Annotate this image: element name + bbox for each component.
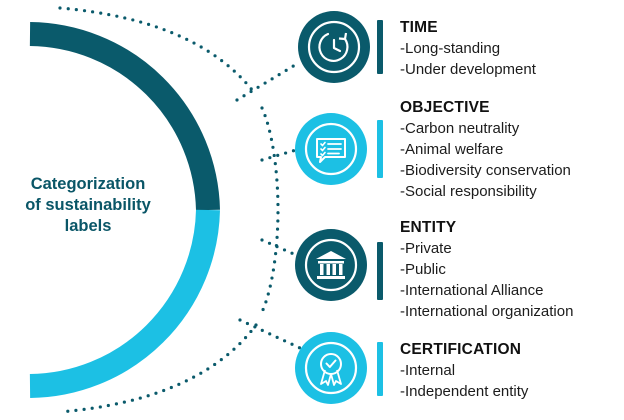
- clock-icon: [318, 32, 349, 62]
- section-item: -Public: [400, 261, 446, 278]
- dotted-arc: [58, 6, 280, 414]
- connectors: [235, 60, 302, 350]
- connector-objective: [260, 148, 298, 162]
- section-item: -Internal: [400, 362, 456, 379]
- time-circle: [298, 11, 370, 83]
- title-line: of sustainability: [25, 196, 151, 214]
- section-bar-certification: [377, 342, 383, 396]
- section-item: -Under development: [400, 61, 536, 78]
- section-item: -Animal welfare: [400, 141, 504, 158]
- section-item: -Carbon neutrality: [400, 120, 520, 137]
- connector-time: [235, 60, 302, 102]
- section-bar-time: [377, 20, 383, 74]
- title-line: Categorization: [30, 175, 146, 193]
- section-item: -Social responsibility: [400, 183, 537, 200]
- dotted-arc-lower: [58, 323, 258, 414]
- section-item: -International Alliance: [400, 282, 544, 299]
- section-certification: CERTIFICATION -Internal -Independent ent…: [400, 340, 528, 402]
- section-time: TIME -Long-standing -Under development: [400, 18, 536, 80]
- entity-circle: [295, 229, 367, 301]
- section-heading: TIME: [400, 19, 438, 36]
- award-ribbon-icon: [320, 353, 342, 386]
- institution-building-icon: [316, 251, 346, 279]
- section-item: -Private: [400, 240, 452, 257]
- section-objective: OBJECTIVE -Carbon neutrality -Animal wel…: [400, 98, 571, 202]
- connector-certification: [238, 318, 302, 350]
- checklist-chat-icon: [316, 138, 346, 163]
- connector-entity: [260, 238, 298, 257]
- diagram-title: Categorization of sustainability labels: [0, 174, 176, 237]
- section-heading: ENTITY: [400, 219, 457, 236]
- section-entity: ENTITY -Private -Public -International A…: [400, 218, 573, 322]
- section-item: -Long-standing: [400, 40, 501, 57]
- section-bar-objective: [377, 120, 383, 178]
- dotted-arc-upper: [58, 6, 258, 97]
- objective-circle: [295, 113, 367, 185]
- section-item: -International organization: [400, 303, 574, 320]
- section-heading: OBJECTIVE: [400, 99, 490, 116]
- section-item: -Biodiversity conservation: [400, 162, 571, 179]
- half-ring-lower: [29, 209, 220, 398]
- section-bar-entity: [377, 242, 383, 300]
- certification-circle: [295, 332, 367, 404]
- dotted-arc-middle: [260, 106, 280, 314]
- title-line: labels: [64, 217, 112, 235]
- half-ring-upper: [29, 22, 220, 211]
- section-item: -Independent entity: [400, 383, 529, 400]
- section-heading: CERTIFICATION: [400, 341, 522, 358]
